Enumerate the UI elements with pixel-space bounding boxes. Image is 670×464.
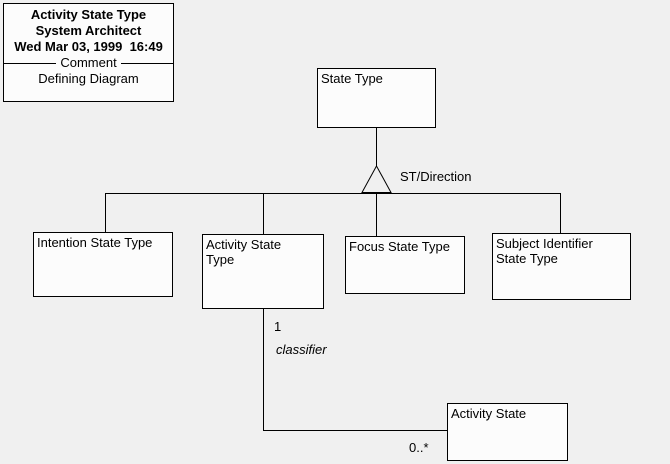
defining-diagram-comment: Defining Diagram — [38, 71, 139, 86]
node-label: Activity State Type — [206, 237, 282, 267]
node-intention-state-type[interactable]: Intention State Type — [33, 232, 173, 297]
diagram-title-block: Activity State Type System Architect Wed… — [3, 3, 174, 102]
node-label: State Type — [321, 71, 383, 86]
diagram-datetime: Wed Mar 03, 1999 16:49 — [14, 39, 163, 54]
node-activity-state-type[interactable]: Activity State Type — [202, 234, 324, 309]
node-subject-identifier-state-type[interactable]: Subject Identifier State Type — [492, 233, 631, 300]
node-label: Focus State Type — [349, 239, 450, 254]
node-state-type[interactable]: State Type — [317, 68, 436, 128]
tool-name: System Architect — [35, 23, 142, 38]
node-label: Subject Identifier State Type — [496, 236, 593, 266]
cardinality-source-label: 1 — [274, 319, 282, 334]
separator-rule-left — [4, 62, 57, 64]
node-label: Activity State — [451, 406, 527, 421]
cardinality-target-label: 0..* — [409, 440, 429, 455]
node-label: Intention State Type — [37, 235, 153, 250]
generalization-triangle-icon — [361, 164, 392, 193]
diagram-title: Activity State Type — [30, 7, 147, 22]
association-role-label: classifier — [276, 342, 327, 357]
comment-separator: Comment — [4, 55, 174, 71]
generalization-label: ST/Direction — [400, 169, 472, 184]
node-activity-state[interactable]: Activity State — [447, 403, 568, 461]
association-line-classifier — [263, 308, 447, 431]
separator-rule-right — [120, 62, 174, 64]
comment-separator-label: Comment — [60, 55, 117, 70]
node-focus-state-type[interactable]: Focus State Type — [345, 236, 465, 294]
